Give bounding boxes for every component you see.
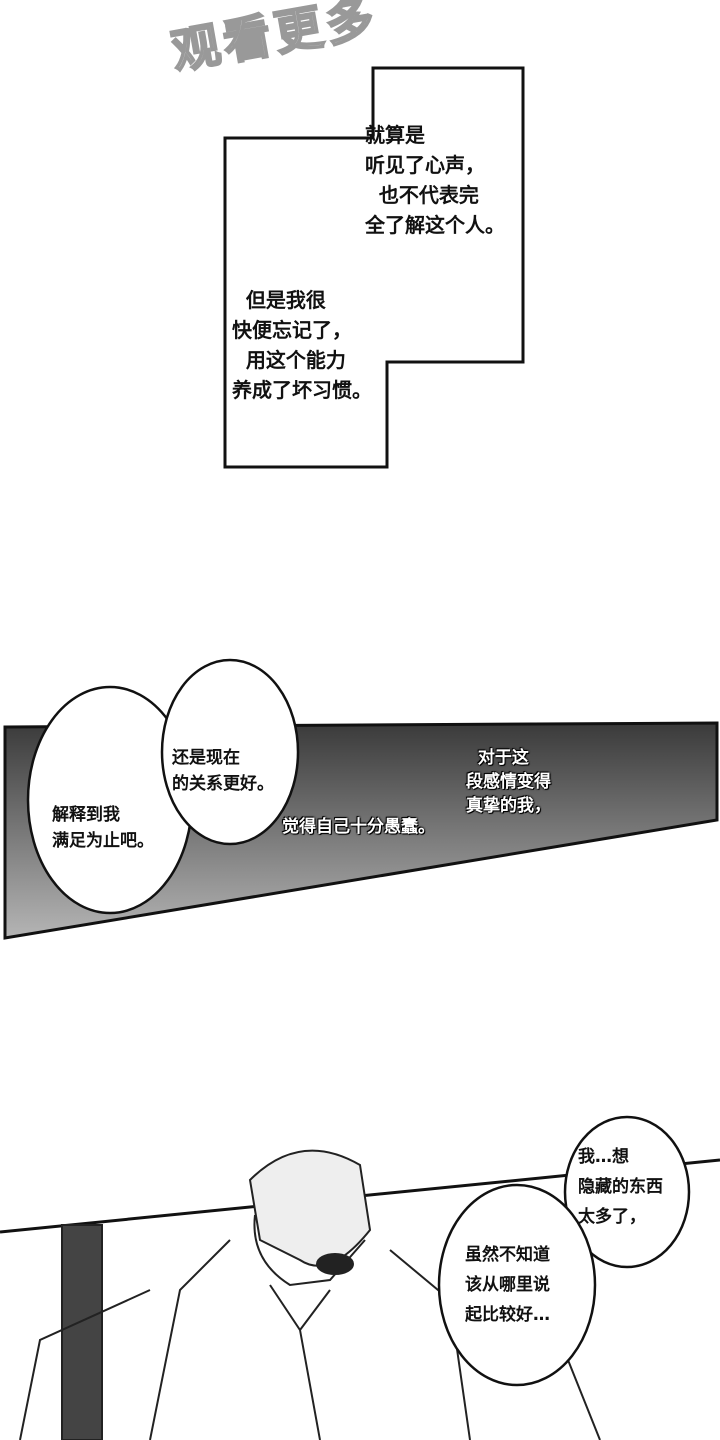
speech-bubble-right-top: [563, 1115, 691, 1269]
caption-lower: 但是我很 快便忘记了， 用这个能力 养成了坏习惯。: [232, 288, 372, 402]
speech-bubble-top: [160, 658, 300, 846]
bubble-text-right-bottom: 虽然不知道 该从哪里说 起比较好…: [465, 1245, 550, 1325]
caption-box: [223, 66, 525, 469]
character-illustration: [19, 1149, 601, 1440]
narration-right: 对于这 段感情变得 真挚的我，: [466, 748, 551, 816]
narration-center: 觉得自己十分愚蠢。: [282, 817, 435, 837]
speech-bubble-right-bottom: [437, 1183, 597, 1387]
bubble-text-top: 还是现在 的关系更好。: [172, 748, 274, 794]
bubble-text-left: 解释到我 满足为止吧。: [52, 805, 154, 851]
caption-upper: 就算是 听见了心声， 也不代表完 全了解这个人。: [365, 123, 505, 237]
bubble-text-right-top: 我…想 隐藏的东西 太多了，: [578, 1147, 663, 1227]
